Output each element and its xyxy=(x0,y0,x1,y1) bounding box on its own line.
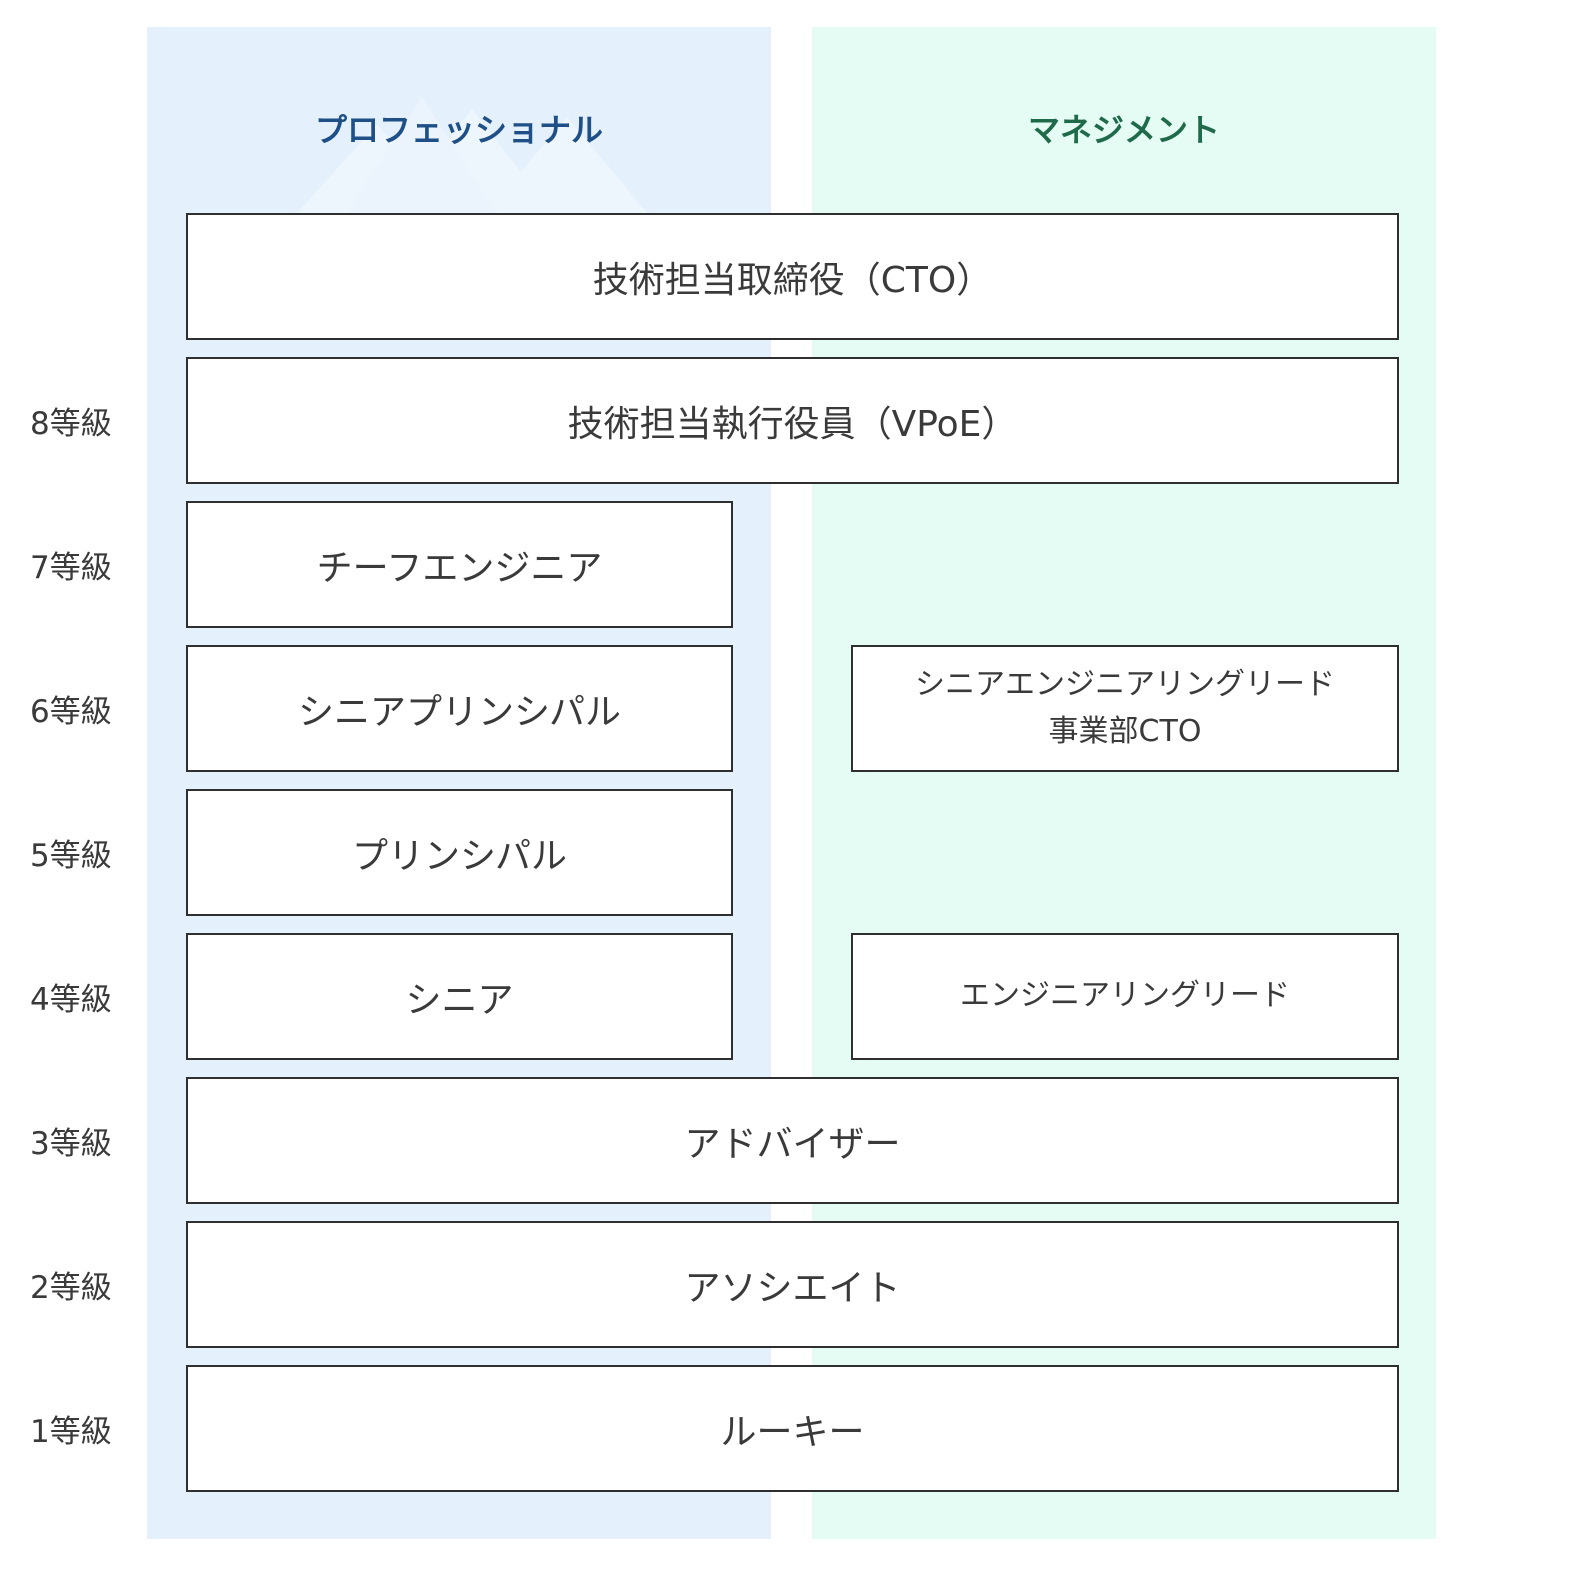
grade-label-6: 6等級 xyxy=(30,694,112,730)
role-label: シニアプリンシパル xyxy=(298,691,621,733)
grade-label-4: 4等級 xyxy=(30,982,112,1018)
role-box-engineering-lead: エンジニアリングリード xyxy=(851,933,1399,1060)
role-label: ルーキー xyxy=(720,1411,865,1453)
role-label: アソシエイト xyxy=(684,1267,901,1309)
grade-label-2: 2等級 xyxy=(30,1270,112,1306)
role-box-principal: プリンシパル xyxy=(186,789,733,916)
role-box-associate: アソシエイト xyxy=(186,1221,1399,1348)
role-box-vpoe: 技術担当執行役員（VPoE） xyxy=(186,357,1399,484)
role-box-advisor: アドバイザー xyxy=(186,1077,1399,1204)
role-label: シニア xyxy=(405,979,514,1021)
role-label: 技術担当取締役（CTO） xyxy=(592,259,993,301)
role-label: 技術担当執行役員（VPoE） xyxy=(567,403,1018,445)
role-label: エンジニアリングリード xyxy=(960,978,1290,1014)
role-box-senior: シニア xyxy=(186,933,733,1060)
grade-label-8: 8等級 xyxy=(30,406,112,442)
grade-label-1: 1等級 xyxy=(30,1414,112,1450)
role-label: アドバイザー xyxy=(684,1123,901,1165)
grade-label-5: 5等級 xyxy=(30,838,112,874)
role-label: プリンシパル xyxy=(352,835,567,877)
role-label: シニアエンジニアリングリード xyxy=(915,667,1335,702)
grade-label-7: 7等級 xyxy=(30,550,112,586)
grade-label-3: 3等級 xyxy=(30,1126,112,1162)
mountain-decoration-icon xyxy=(297,97,647,213)
role-box-cto: 技術担当取締役（CTO） xyxy=(186,213,1399,340)
role-box-chief-engineer: チーフエンジニア xyxy=(186,501,733,628)
professional-track-title: プロフェッショナル xyxy=(314,111,603,149)
management-track-title: マネジメント xyxy=(1027,111,1220,149)
role-box-rookie: ルーキー xyxy=(186,1365,1399,1492)
role-label: チーフエンジニア xyxy=(316,547,603,589)
role-box-senior-engineering-lead: シニアエンジニアリングリード 事業部CTO xyxy=(851,645,1399,772)
role-label: 事業部CTO xyxy=(1048,713,1202,749)
role-box-senior-principal: シニアプリンシパル xyxy=(186,645,733,772)
